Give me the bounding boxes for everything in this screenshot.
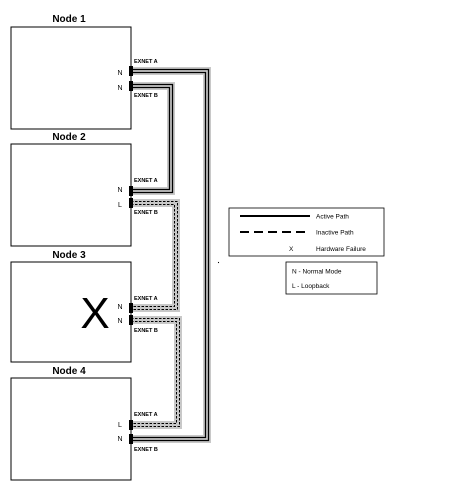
port-connector-a <box>129 420 133 430</box>
port-connector-b <box>129 434 133 444</box>
outer-cable-shade <box>131 67 211 443</box>
mode-loopback-label: L - Loopback <box>292 283 330 290</box>
node-title: Node 2 <box>52 132 86 143</box>
inactive-path-2b-3a-1 <box>131 201 178 310</box>
legend-active-label: Active Path <box>316 214 349 221</box>
port-a-mode: N <box>117 70 122 77</box>
hardware-failure-mark: X <box>80 289 109 338</box>
inactive-path-3b-4a-2 <box>131 321 177 424</box>
node-box <box>10 261 132 363</box>
outer-active-path-1 <box>131 68 210 442</box>
port-connector-a <box>129 303 133 313</box>
node-4: Node 4 L N EXNET A EXNET B <box>10 366 158 481</box>
port-b-mode: N <box>117 436 122 443</box>
legend-failure-label: Hardware Failure <box>316 246 366 253</box>
node-2: Node 2 N L EXNET A EXNET B <box>10 132 158 247</box>
port-connector-a <box>129 186 133 196</box>
node-box <box>10 143 132 247</box>
exnet-a-label: EXNET A <box>134 59 158 65</box>
port-b-mode: N <box>117 318 122 325</box>
port-connector-b <box>129 315 133 325</box>
port-b-mode: N <box>117 85 122 92</box>
exnet-b-label: EXNET B <box>134 328 158 334</box>
node-1: Node 1 N N EXNET A EXNET B <box>10 14 158 130</box>
exnet-b-label: EXNET B <box>134 210 158 216</box>
cable-2b-3a-shade <box>131 199 180 312</box>
exnet-a-label: EXNET A <box>134 296 158 302</box>
port-a-mode: L <box>118 422 122 429</box>
cable-1b-2a-shade <box>131 82 175 195</box>
node-3: Node 3 N N EXNET A EXNET B X <box>10 250 158 363</box>
exnet-a-label: EXNET A <box>134 178 158 184</box>
inactive-paths <box>131 201 180 427</box>
speck <box>217 261 220 264</box>
outer-active-path-2 <box>131 71 207 439</box>
node-title: Node 1 <box>52 14 86 25</box>
inactive-path-3b-4a-1 <box>131 318 180 427</box>
exnet-a-label: EXNET A <box>134 412 158 418</box>
active-path-1b-2a-1 <box>131 83 174 194</box>
exnet-b-label: EXNET B <box>134 447 158 453</box>
active-paths <box>131 68 210 442</box>
cable-shading <box>131 67 211 443</box>
port-connector-b <box>129 81 133 91</box>
exnet-b-label: EXNET B <box>134 93 158 99</box>
port-b-mode: L <box>118 202 122 209</box>
port-a-mode: N <box>117 304 122 311</box>
mode-normal-label: N - Normal Mode <box>292 269 342 276</box>
active-path-1b-2a-2 <box>131 86 171 191</box>
mode-key: N - Normal Mode L - Loopback <box>285 261 378 295</box>
node-box <box>10 26 132 130</box>
legend-inactive-label: Inactive Path <box>316 230 354 237</box>
legend-failure-symbol: X <box>289 246 294 253</box>
node-title: Node 4 <box>52 366 86 377</box>
node-box <box>10 377 132 481</box>
port-connector-a <box>129 66 133 76</box>
legend: Active Path Inactive Path X Hardware Fai… <box>228 207 385 257</box>
node-title: Node 3 <box>52 250 86 261</box>
mode-key-box <box>285 261 378 295</box>
port-connector-b <box>129 198 133 208</box>
inactive-path-2b-3a-2 <box>131 204 175 307</box>
port-a-mode: N <box>117 187 122 194</box>
